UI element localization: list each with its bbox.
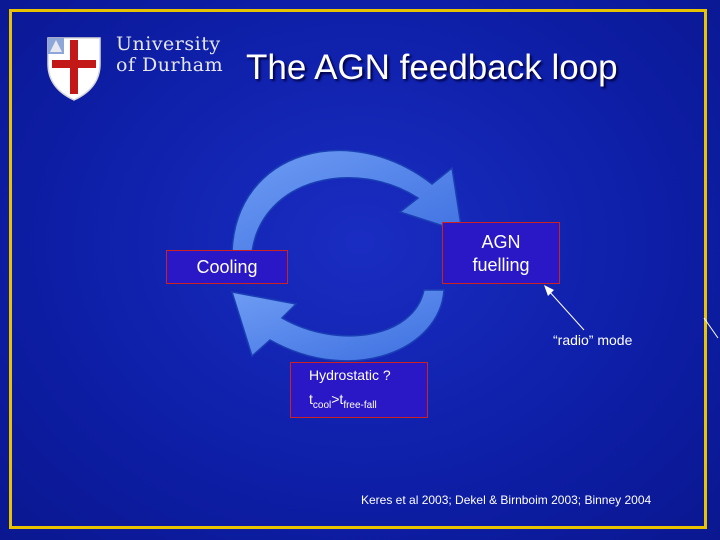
university-logo-text: University of Durham — [116, 34, 223, 76]
logo-line-2: of Durham — [116, 54, 224, 76]
citation-text: Keres et al 2003; Dekel & Birnboim 2003;… — [361, 493, 652, 507]
agn-fuelling-box: AGN fuelling — [442, 222, 560, 284]
edge-mark — [703, 317, 719, 339]
t-cool-symbol: t — [309, 391, 313, 407]
lower-cycle-arrow — [230, 289, 445, 362]
greater-than-t: >t — [331, 391, 344, 407]
radio-mode-pointer — [547, 289, 585, 331]
fuelling-label: fuelling — [472, 255, 530, 275]
cooling-box: Cooling — [166, 250, 288, 284]
agn-label: AGN — [481, 232, 521, 252]
hydrostatic-condition-box: Hydrostatic ? tcool>tfree-fall — [290, 362, 428, 418]
slide-frame — [9, 9, 707, 529]
radio-mode-pointer-head — [544, 285, 554, 296]
upper-cycle-arrow — [231, 149, 463, 253]
free-fall-subscript: free-fall — [343, 400, 377, 411]
cool-subscript: cool — [312, 400, 332, 411]
hydrostatic-label: Hydrostatic ? — [309, 367, 391, 383]
university-shield-icon — [47, 37, 101, 101]
slide-title: The AGN feedback loop — [246, 48, 618, 87]
logo-line-1: University — [116, 33, 221, 55]
timescale-condition: tcool>tfree-fall — [309, 387, 427, 411]
radio-mode-label: “radio” mode — [553, 332, 633, 348]
